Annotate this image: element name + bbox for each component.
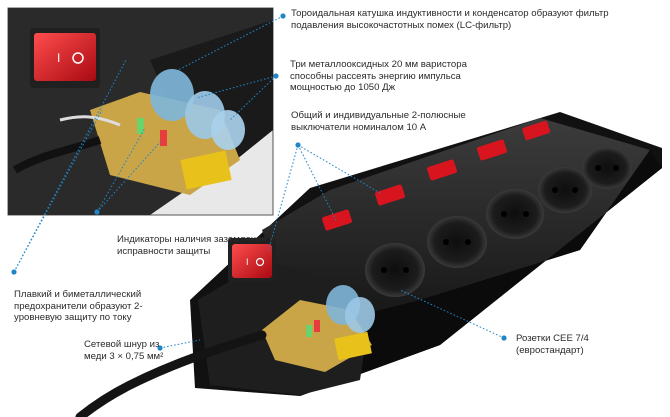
led-indicator: [160, 130, 167, 146]
label-fuses: Плавкий и биметаллический предохранители…: [14, 289, 143, 323]
zoom-inset: I: [7, 7, 274, 216]
capacitor: [334, 331, 372, 361]
led-indicator: [314, 320, 320, 332]
individual-switch: [322, 209, 352, 231]
socket-icon: [486, 189, 544, 239]
led-indicator: [306, 325, 312, 337]
label-sockets: Розетки CEE 7/4 (евростандарт): [516, 333, 589, 356]
callout-cord: [157, 339, 201, 351]
label-switches: Общий и индивидуальные 2-полюсные выключ…: [291, 110, 466, 133]
svg-text:I: I: [246, 257, 249, 267]
socket-icon: [365, 243, 425, 297]
sockets: [365, 147, 632, 297]
callout-fuses: [11, 59, 127, 275]
callout-varistors: [195, 73, 279, 121]
socket-icon: [538, 167, 592, 213]
label-indicators: Индикаторы наличия заземления и исправно…: [117, 234, 275, 257]
individual-switch: [427, 159, 457, 181]
capacitor: [180, 150, 232, 190]
power-cord: [75, 330, 267, 417]
circuit-board: [262, 285, 375, 372]
varistor: [211, 110, 245, 150]
socket-icon: [582, 147, 632, 189]
callout-switches: [267, 142, 381, 253]
callout-indicators: [94, 127, 163, 215]
main-power-switch: I: [228, 238, 276, 282]
label-varistors: Три металлооксидных 20 мм варистора спос…: [290, 59, 467, 93]
callout-lc-filter: [177, 13, 286, 71]
individual-switch: [477, 139, 507, 161]
individual-switches: [322, 120, 551, 231]
varistor: [150, 69, 194, 121]
callout-sockets: [399, 289, 507, 341]
svg-text:I: I: [57, 51, 60, 65]
socket-icon: [427, 216, 487, 268]
label-cord: Сетевой шнур из меди 3 × 0,75 мм²: [84, 339, 164, 362]
individual-switch: [375, 184, 405, 206]
individual-switch: [522, 120, 551, 141]
label-lc-filter: Тороидальная катушка индуктивности и кон…: [291, 8, 609, 31]
varistor: [345, 297, 375, 333]
led-indicator: [137, 118, 144, 134]
